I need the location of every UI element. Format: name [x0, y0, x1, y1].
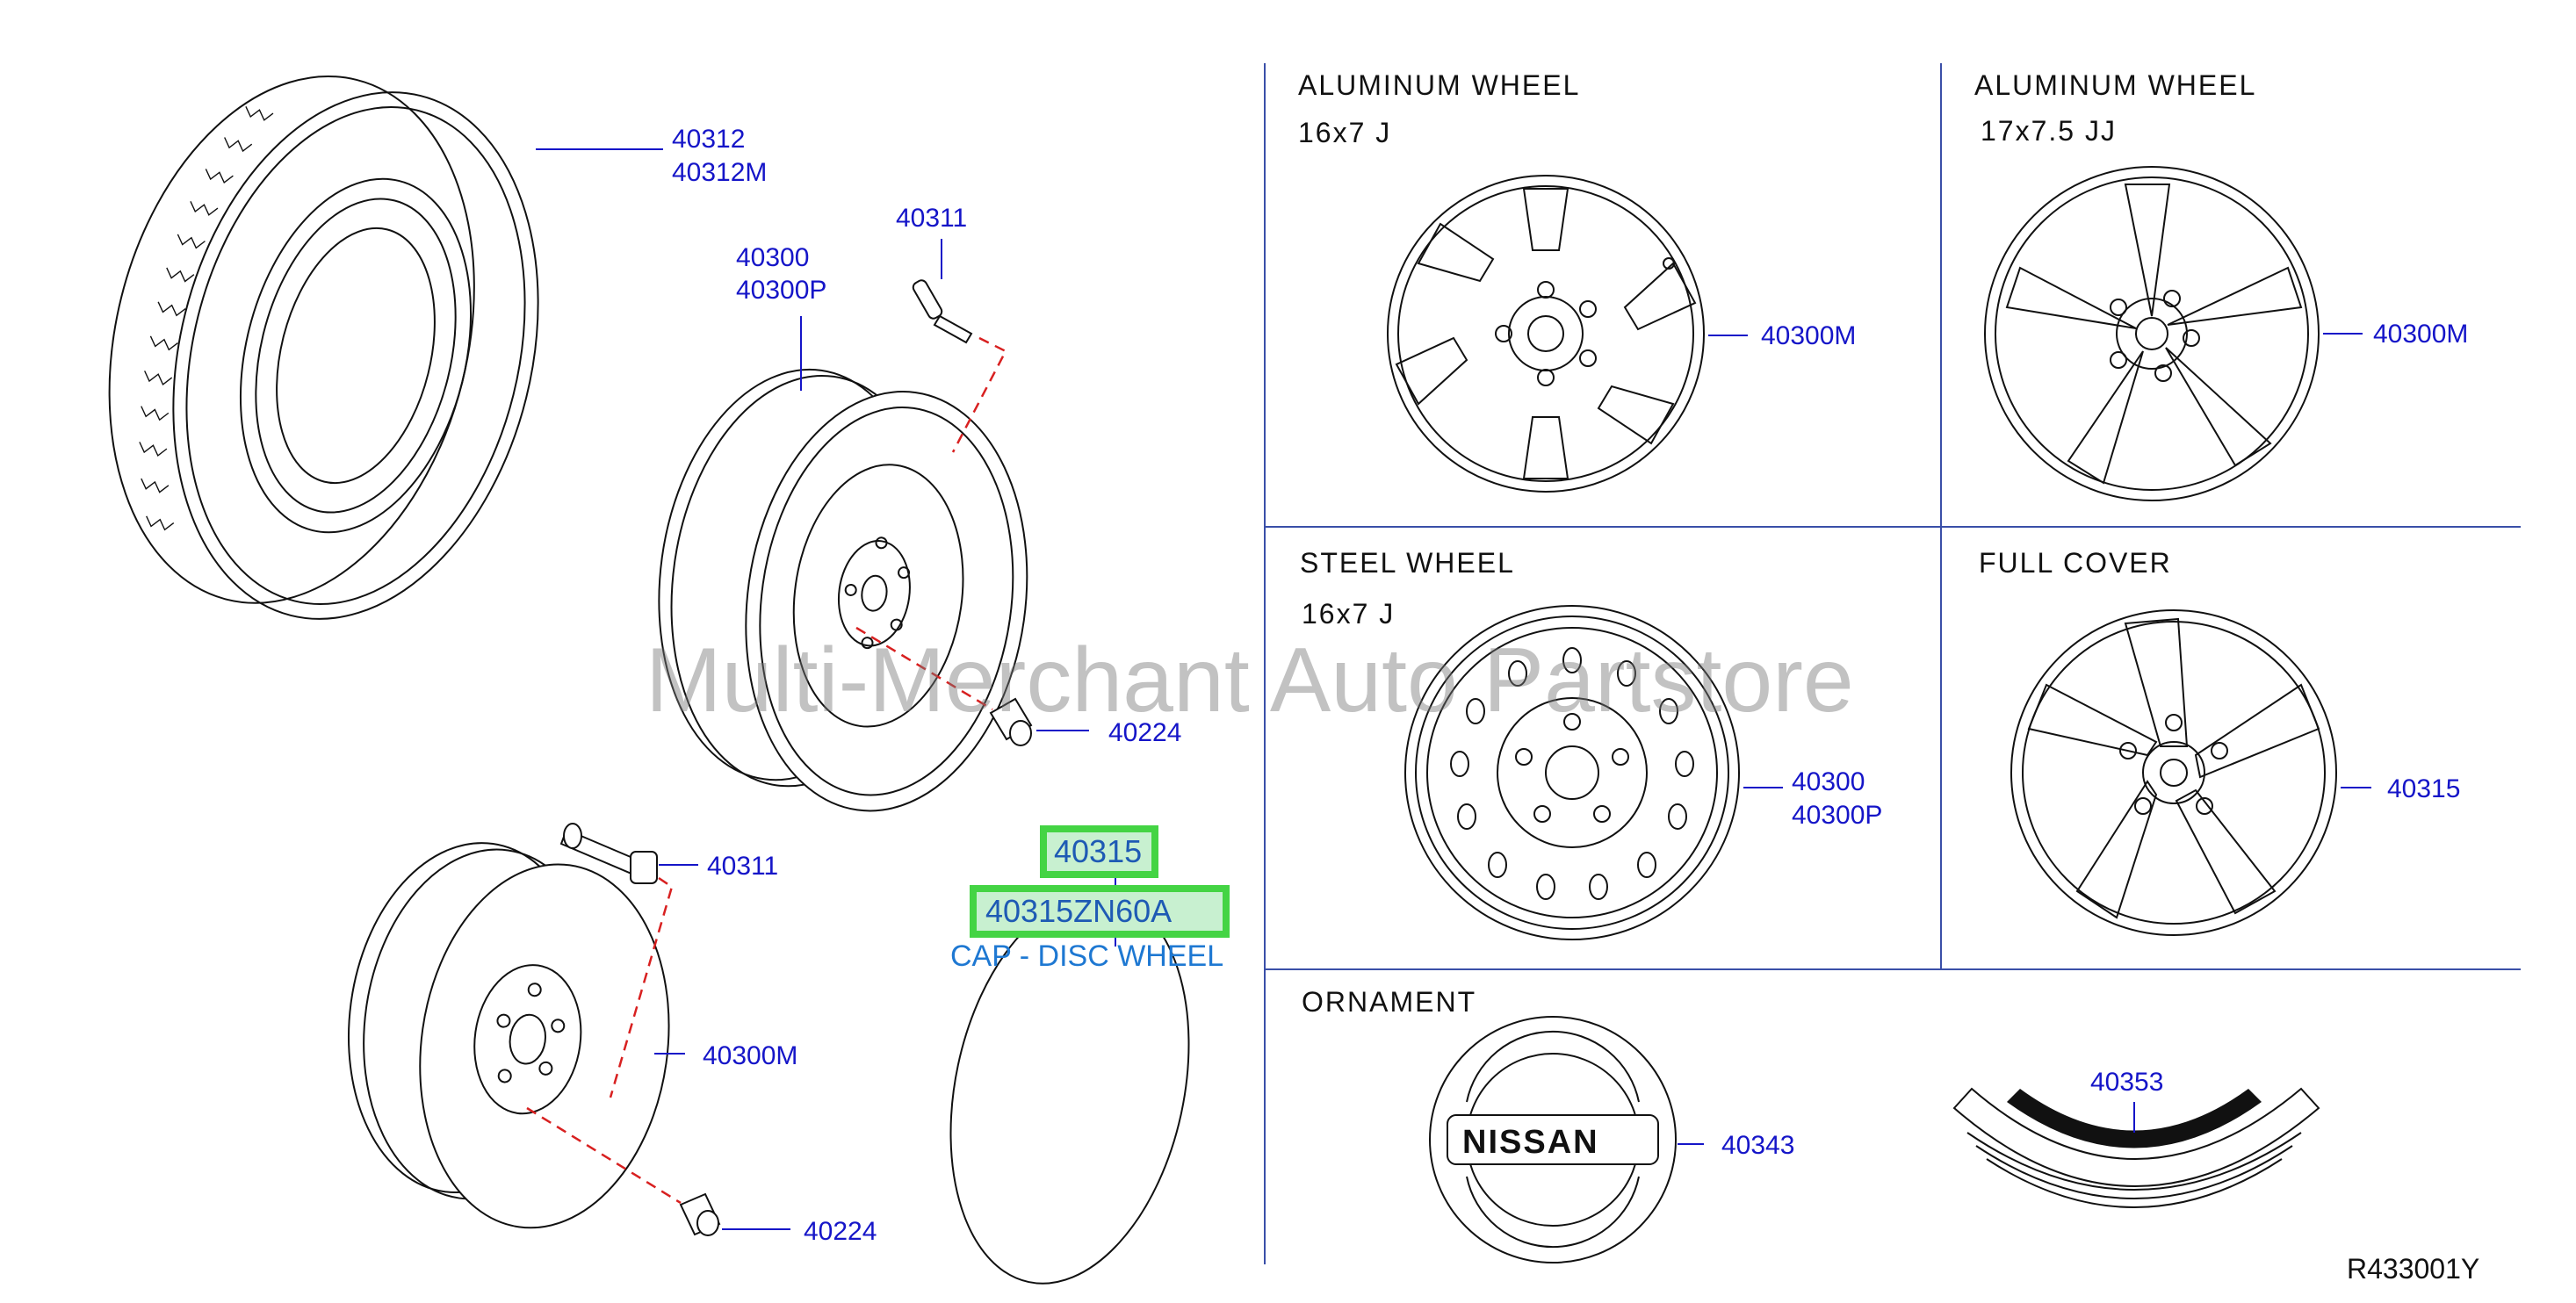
- valve-stem-bottom: [559, 823, 698, 884]
- callout-wheel-main-p[interactable]: 40300P: [736, 276, 826, 305]
- main-wheel-illustration: [658, 368, 1028, 812]
- spare-wheel-illustration: [348, 842, 670, 1229]
- highlighted-part-full-number: 40315ZN60A: [985, 893, 1172, 929]
- callout-full-cover[interactable]: 40315: [2387, 774, 2460, 803]
- ornament-badge-text: NISSAN: [1462, 1124, 1599, 1161]
- section-title-aluminum-17: ALUMINUM WHEEL: [1974, 69, 2256, 101]
- part-callouts: 40312 40312M 40311 40300 40300P 40224 40…: [672, 125, 2468, 1246]
- full-cover-illustration: [2010, 609, 2337, 936]
- highlighted-part[interactable]: 40315 40315ZN60A CAP - DISC WHEEL: [950, 825, 1230, 973]
- watermark-text: Multi-Merchant Auto Partstore: [646, 630, 1854, 731]
- callout-tire-m[interactable]: 40312M: [672, 158, 767, 187]
- aluminum-wheel-16-illustration: [1387, 175, 1705, 493]
- callout-nut-bottom[interactable]: 40224: [804, 1217, 877, 1246]
- callout-valve-bottom[interactable]: 40311: [707, 852, 778, 881]
- callout-alu16[interactable]: 40300M: [1761, 321, 1856, 350]
- callout-valve-top[interactable]: 40311: [896, 204, 967, 233]
- ornament-illustration: NISSAN: [1429, 1016, 1677, 1263]
- valve-stem-top: [912, 239, 973, 344]
- aluminum-wheel-17-illustration: [1984, 166, 2320, 501]
- warning-label-fine-print: [1966, 1132, 2302, 1208]
- section-title-ornament: ORNAMENT: [1302, 986, 1476, 1018]
- section-size-steel: 16x7 J: [1302, 598, 1395, 630]
- section-title-aluminum-16: ALUMINUM WHEEL: [1298, 69, 1580, 101]
- steel-wheel-illustration: [1404, 605, 1740, 940]
- section-title-steel: STEEL WHEEL: [1300, 547, 1515, 579]
- callout-warning-label[interactable]: 40353: [2090, 1068, 2163, 1097]
- callout-nut-top[interactable]: 40224: [1108, 718, 1181, 747]
- callout-wheel-spare[interactable]: 40300M: [703, 1041, 797, 1070]
- section-size-aluminum-17: 17x7.5 JJ: [1981, 115, 2117, 147]
- section-title-full-cover: FULL COVER: [1979, 547, 2172, 579]
- warning-label-illustration: [1952, 1087, 2320, 1208]
- callout-alu17[interactable]: 40300M: [2373, 320, 2468, 349]
- section-size-aluminum-16: 16x7 J: [1298, 117, 1391, 148]
- lug-nut-top: [989, 697, 1089, 746]
- highlighted-part-description: CAP - DISC WHEEL: [950, 939, 1223, 973]
- lug-nut-bottom: [679, 1192, 790, 1236]
- callout-steel-p[interactable]: 40300P: [1792, 801, 1882, 830]
- callout-ornament[interactable]: 40343: [1721, 1131, 1794, 1160]
- tire-illustration: [108, 75, 539, 620]
- highlighted-part-number: 40315: [1054, 833, 1142, 869]
- steel-wheel-vent-holes: [1450, 647, 1694, 900]
- callout-steel[interactable]: 40300: [1792, 767, 1865, 796]
- callout-wheel-main[interactable]: 40300: [736, 243, 809, 272]
- diagram-reference-code: R433001Y: [2347, 1253, 2479, 1285]
- callout-tire[interactable]: 40312: [672, 125, 745, 154]
- panel-grid: [1264, 63, 2521, 1264]
